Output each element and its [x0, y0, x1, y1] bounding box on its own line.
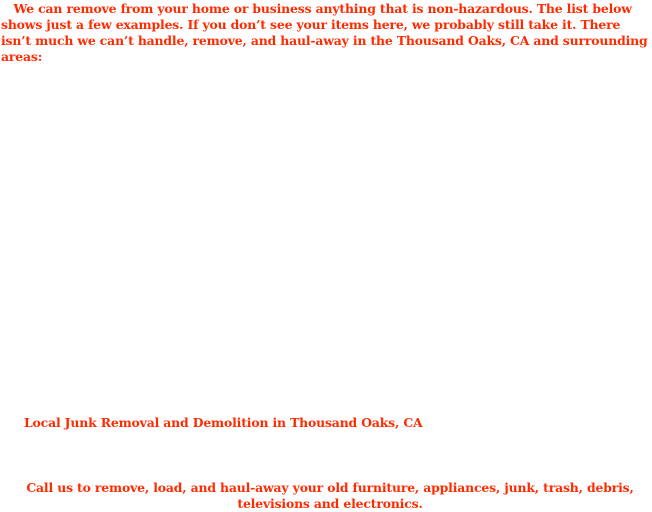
call-to-action: Call us to remove, load, and haul-away y…: [26, 480, 634, 511]
section-heading: Local Junk Removal and Demolition in Tho…: [24, 415, 423, 430]
intro-paragraph: We can remove from your home or business…: [1, 1, 648, 64]
